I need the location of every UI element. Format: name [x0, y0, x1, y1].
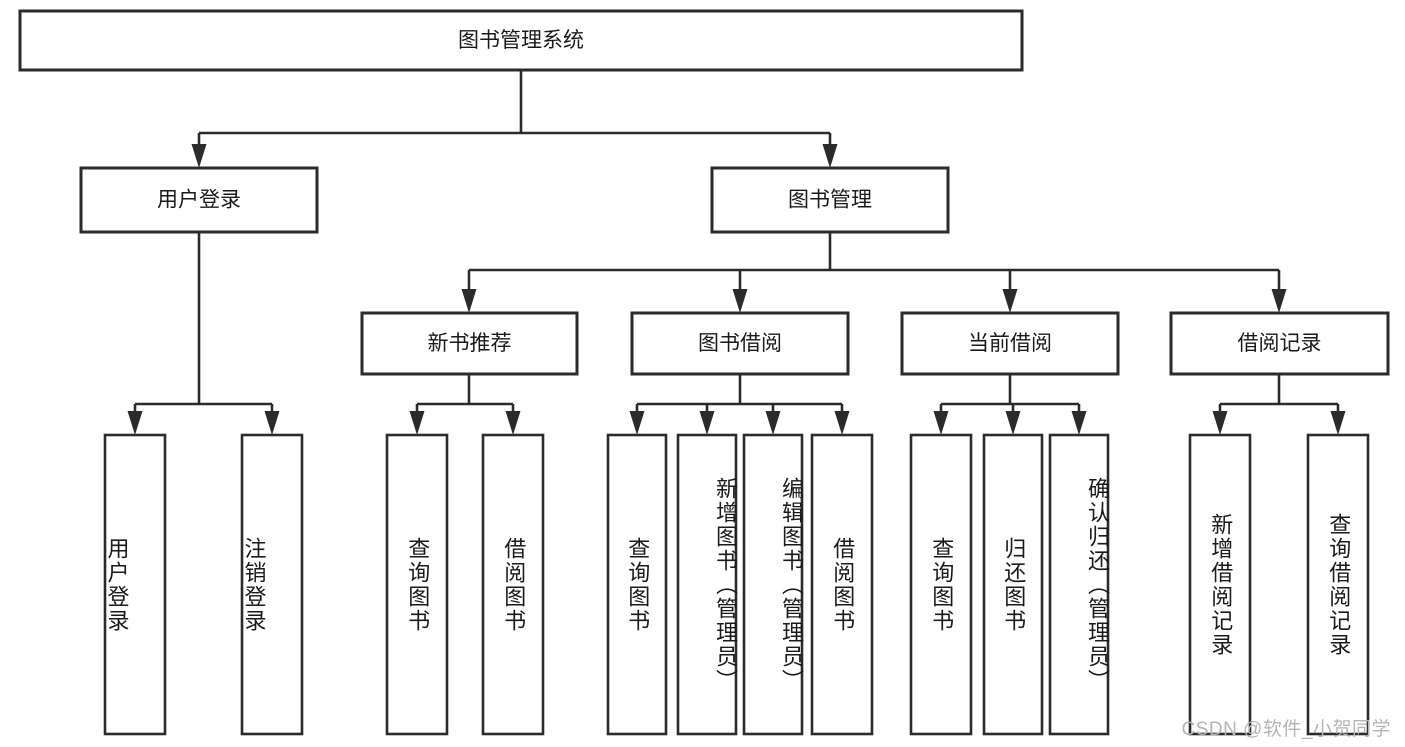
arrow-head-icon — [732, 289, 748, 313]
node-leaf-query-book-current[interactable] — [909, 433, 973, 736]
arrow-head-icon — [505, 411, 521, 435]
node-box — [18, 9, 1024, 72]
node-label: 新书推荐 — [428, 332, 512, 355]
node-new-book-rec[interactable]: 新书推荐 — [360, 311, 579, 376]
node-label: 用户登录 — [157, 189, 241, 212]
arrow-head-icon — [699, 411, 715, 435]
node-box — [1169, 311, 1390, 376]
node-box — [240, 433, 304, 736]
connector-conn-current-borrow — [933, 374, 1087, 435]
node-box — [810, 433, 874, 736]
node-leaf-add-book-admin[interactable] — [676, 433, 738, 736]
node-leaf-query-book-rec[interactable] — [385, 433, 449, 736]
node-leaf-confirm-return-admin[interactable] — [1048, 433, 1110, 736]
arrow-head-icon — [834, 411, 850, 435]
node-box — [481, 433, 545, 736]
node-box — [1048, 433, 1110, 736]
connector-conn-user-login — [127, 232, 280, 435]
node-leaf-user-login[interactable] — [103, 433, 167, 736]
node-label: 当前借阅 — [968, 332, 1052, 355]
arrow-head-icon — [1212, 411, 1228, 435]
arrow-head-icon — [1330, 411, 1346, 435]
node-label: 图书管理系统 — [458, 29, 584, 52]
arrow-head-icon — [264, 411, 280, 435]
arrow-head-icon — [461, 289, 477, 313]
node-box — [710, 166, 950, 234]
node-box — [676, 433, 738, 736]
node-root[interactable]: 图书管理系统 — [18, 9, 1024, 72]
node-book-manage[interactable]: 图书管理 — [710, 166, 950, 234]
arrow-head-icon — [1071, 411, 1087, 435]
arrow-head-icon — [409, 411, 425, 435]
node-leaf-add-borrow-record[interactable] — [1188, 433, 1252, 736]
arrow-head-icon — [629, 411, 645, 435]
node-current-borrow[interactable]: 当前借阅 — [900, 311, 1120, 376]
arrow-head-icon — [191, 144, 207, 168]
connector-conn-new-book-rec — [409, 374, 521, 435]
connector-conn-borrow-records — [1212, 374, 1346, 435]
watermark: CSDN @软件_小贺同学 — [1181, 719, 1391, 740]
node-box — [360, 311, 579, 376]
node-box — [1306, 433, 1370, 736]
node-box — [982, 433, 1044, 736]
node-leaf-logout-login[interactable] — [240, 433, 304, 736]
node-label: 图书管理 — [788, 189, 872, 212]
node-label: 图书借阅 — [698, 332, 782, 355]
arrow-head-icon — [127, 411, 143, 435]
node-leaf-query-book-borrow[interactable] — [606, 433, 668, 736]
node-box — [630, 311, 850, 376]
node-book-borrow[interactable]: 图书借阅 — [630, 311, 850, 376]
node-box — [385, 433, 449, 736]
node-box — [1188, 433, 1252, 736]
arrow-head-icon — [1271, 289, 1287, 313]
node-box — [79, 166, 319, 234]
connector-conn-root — [191, 70, 838, 168]
arrow-head-icon — [1002, 289, 1018, 313]
node-user-login[interactable]: 用户登录 — [79, 166, 319, 234]
node-leaf-query-borrow-record[interactable] — [1306, 433, 1370, 736]
arrow-head-icon — [1005, 411, 1021, 435]
connector-conn-book-manage — [461, 232, 1287, 313]
node-box — [900, 311, 1120, 376]
node-borrow-records[interactable]: 借阅记录 — [1169, 311, 1390, 376]
node-box — [909, 433, 973, 736]
node-leaf-borrow-book[interactable] — [810, 433, 874, 736]
arrow-head-icon — [822, 144, 838, 168]
node-box — [103, 433, 167, 736]
arrow-head-icon — [933, 411, 949, 435]
connector-conn-book-borrow — [629, 374, 850, 435]
node-leaf-borrow-book-rec[interactable] — [481, 433, 545, 736]
node-leaf-edit-book-admin[interactable] — [742, 433, 804, 736]
arrow-head-icon — [765, 411, 781, 435]
node-leaf-return-book[interactable] — [982, 433, 1044, 736]
node-box — [742, 433, 804, 736]
node-box — [606, 433, 668, 736]
node-label: 借阅记录 — [1238, 332, 1322, 355]
